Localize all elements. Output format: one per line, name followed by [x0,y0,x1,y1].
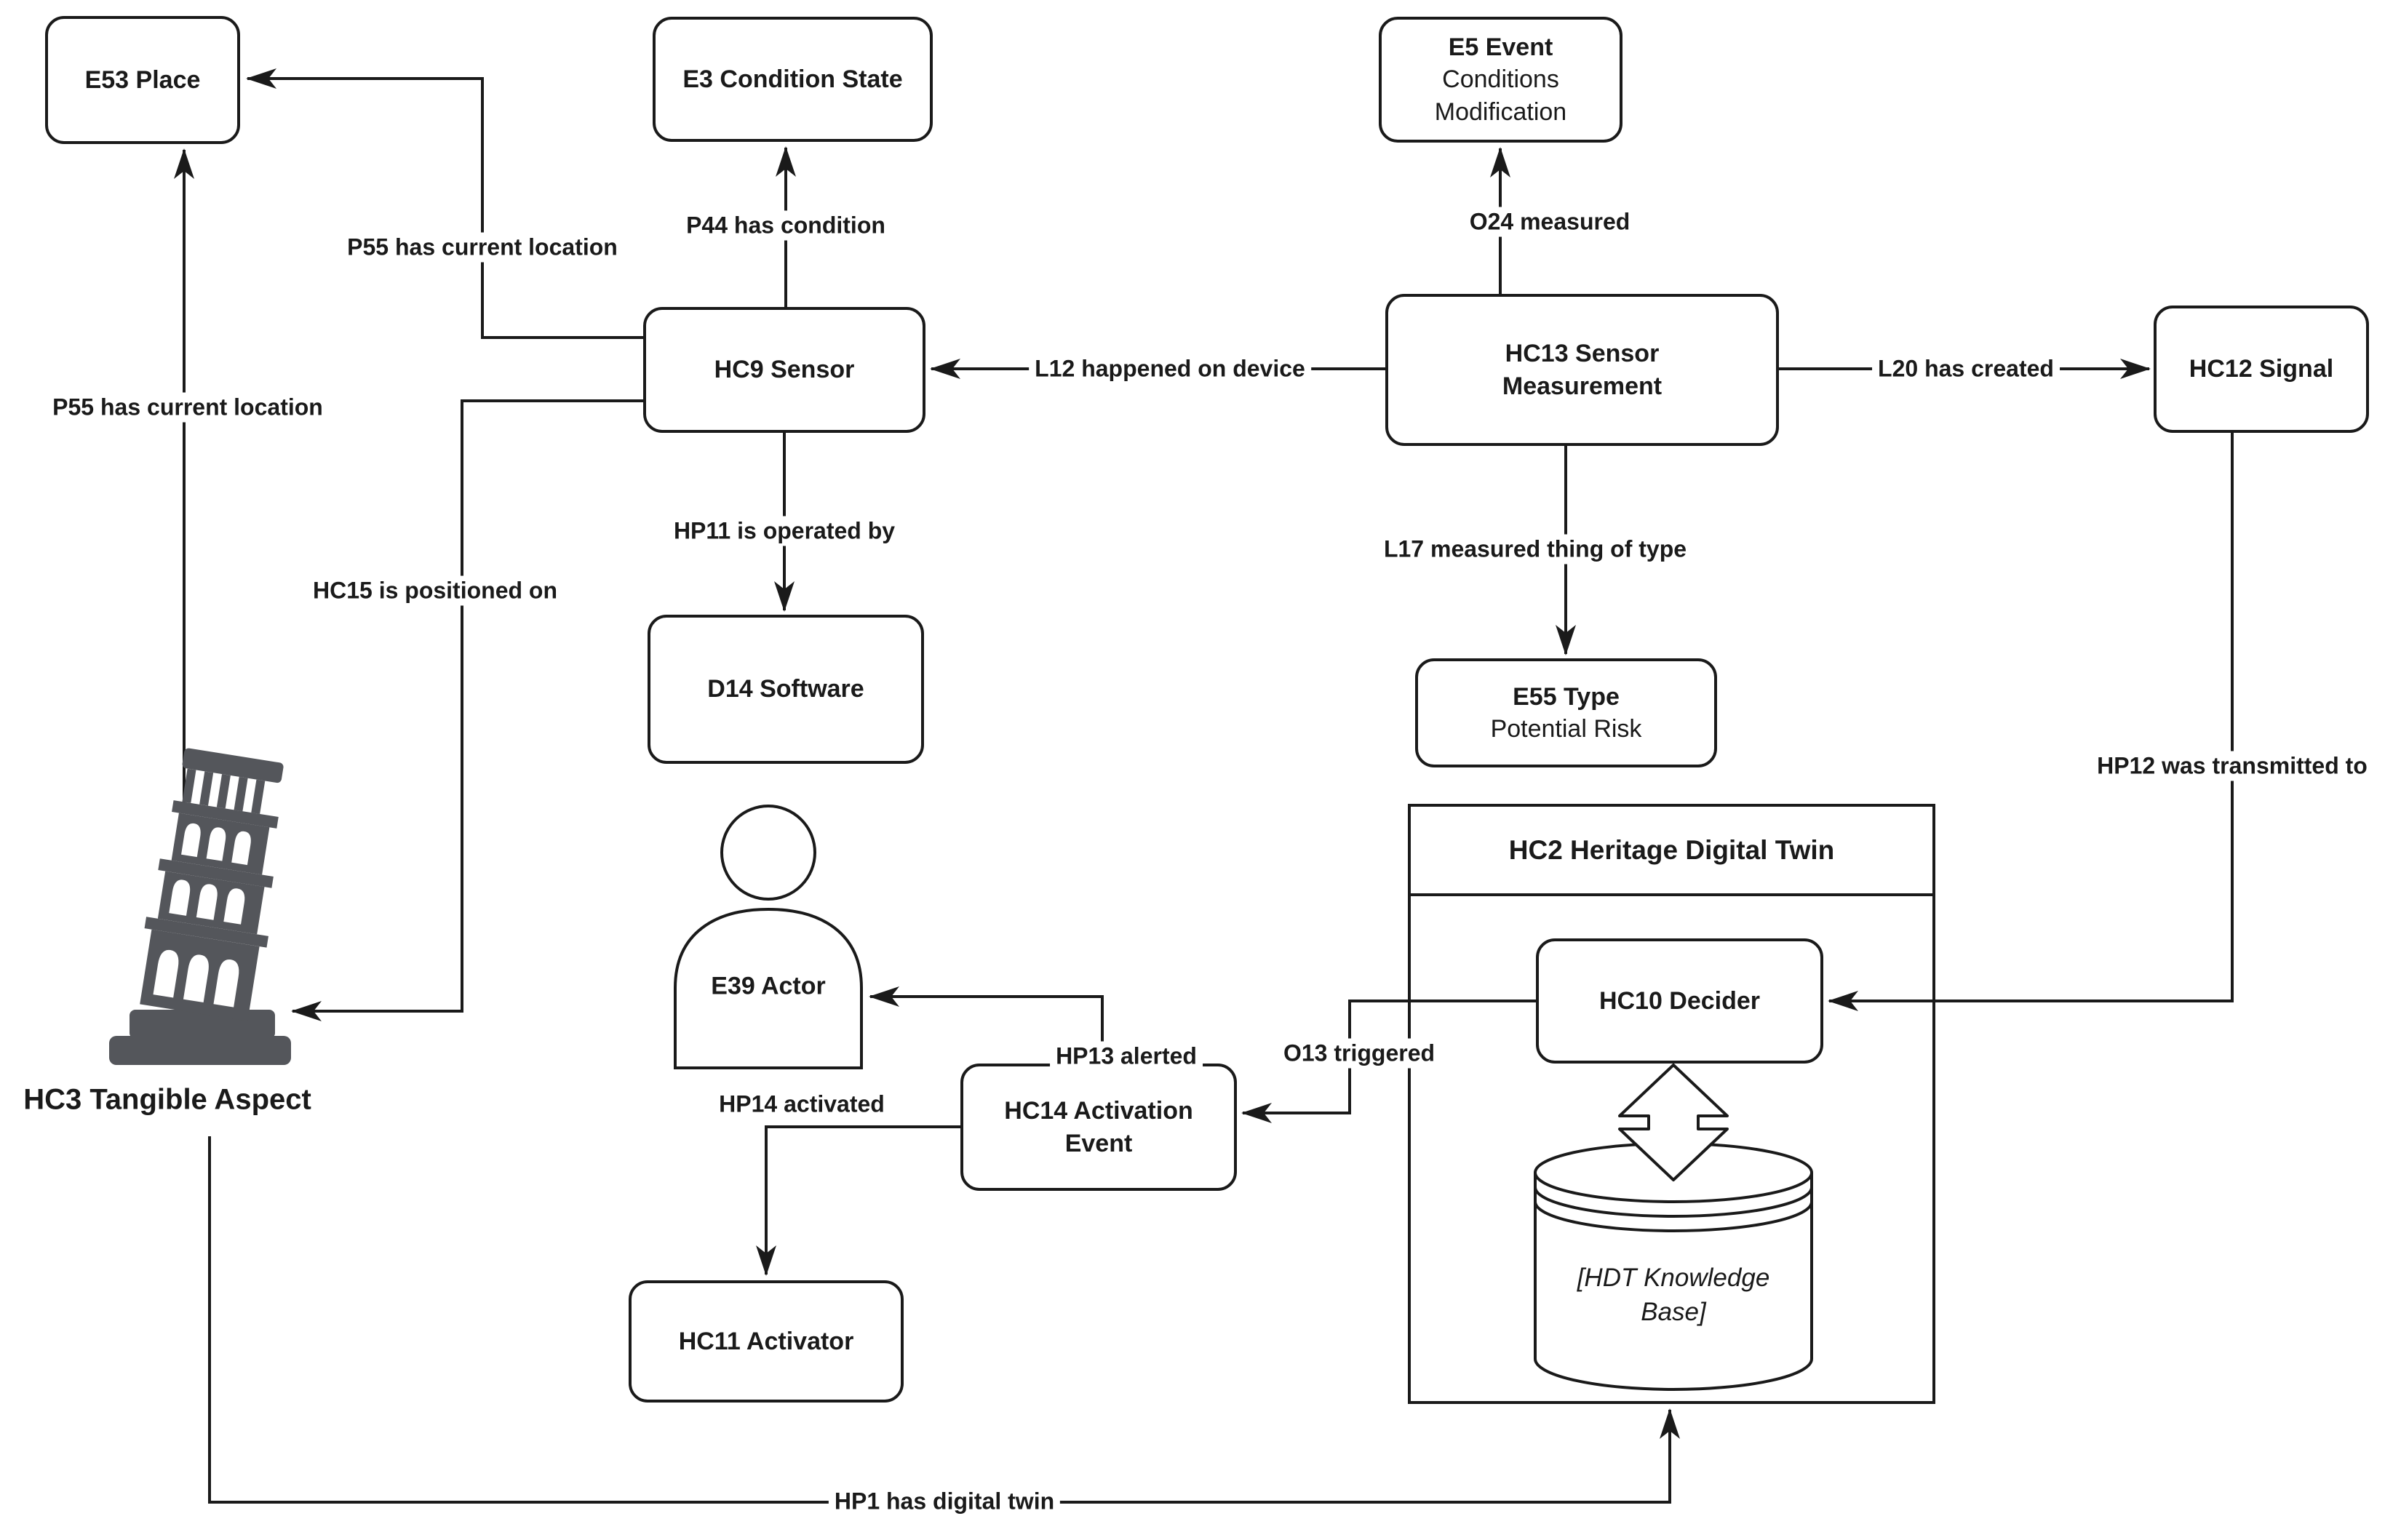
edge-l17-label: L17 measured thing of type [1377,534,1693,564]
node-hc13-sensor-measurement: HC13 Sensor Measurement [1385,294,1779,446]
edge-o13-label: O13 triggered [1277,1038,1441,1069]
edge-l20-label: L20 has created [1872,354,2060,384]
node-hc14-line2: Event [1064,1129,1133,1157]
node-hc14-activation-event: HC14 Activation Event [960,1064,1237,1191]
node-hc9-sensor: HC9 Sensor [643,307,925,433]
edge-hp14-label: HP14 activated [713,1089,891,1120]
node-hc13-line1: HC13 Sensor [1505,340,1660,368]
node-kb-line1: [HDT Knowledge [1577,1263,1770,1292]
node-kb-label: [HDT Knowledge Base] [1577,1261,1770,1330]
node-d14-software: D14 Software [648,615,924,764]
edge-p44-label: P44 has condition [680,210,891,241]
node-e55-type: E55 Type Potential Risk [1415,658,1717,767]
edge-hp13-label: HP13 alerted [1050,1041,1203,1072]
group-hc2-heritage-digital-twin: HC2 Heritage Digital Twin [1408,804,1935,1404]
node-e5-subtitle: Conditions Modification [1434,65,1567,126]
node-hc11-label: HC11 Activator [678,1327,854,1355]
person-icon [674,805,863,1069]
node-e53-place: E53 Place [45,16,240,144]
node-e5-title: E5 Event [1448,33,1553,62]
node-hc3-tangible-aspect-label: HC3 Tangible Aspect [23,1083,311,1116]
edge-hp1-label: HP1 has digital twin [828,1486,1061,1517]
node-hc12-signal: HC12 Signal [2154,306,2369,433]
node-hc13-line2: Measurement [1502,372,1663,400]
node-d14-label: D14 Software [707,675,864,703]
node-hc9-label: HC9 Sensor [714,356,855,384]
pisa-tower-icon [109,748,291,1065]
node-hc10-label: HC10 Decider [1598,986,1761,1015]
edge-hp14-line [756,1125,960,1276]
edge-hp12-line [1828,433,2234,1011]
edge-l12-label: L12 happened on device [1029,354,1311,384]
group-hc2-title: HC2 Heritage Digital Twin [1411,807,1932,896]
edge-hp12-label: HP12 was transmitted to [2091,751,2373,781]
edge-p55-left-label: P55 has current location [47,392,329,423]
node-e55-subtitle: Potential Risk [1490,715,1642,743]
node-e3-condition-state: E3 Condition State [653,17,933,142]
node-hc11-activator: HC11 Activator [629,1280,904,1403]
edge-p55-top-label: P55 has current location [341,232,624,263]
edge-p55-top-line [246,68,643,339]
node-kb-line2: Base] [1641,1298,1706,1326]
node-e39-actor-label: E39 Actor [711,972,826,1000]
group-hc2-title-text: HC2 Heritage Digital Twin [1508,834,1835,865]
edge-hc15-label: HC15 is positioned on [306,575,564,606]
node-e5-event: E5 Event Conditions Modification [1379,17,1622,143]
node-e55-title: E55 Type [1513,682,1620,711]
edge-o24-label: O24 measured [1463,207,1636,237]
node-e3-label: E3 Condition State [682,65,903,93]
double-arrow-connector [1618,1064,1729,1181]
node-hc10-decider: HC10 Decider [1536,938,1823,1064]
node-hc14-line1: HC14 Activation [1004,1097,1193,1125]
edge-hp11-label: HP11 is operated by [667,516,901,546]
node-hc12-label: HC12 Signal [2189,355,2334,383]
edge-hc15-line [291,399,643,1021]
edge-hp13-line [869,986,1104,1064]
node-e53-label: E53 Place [84,65,201,94]
